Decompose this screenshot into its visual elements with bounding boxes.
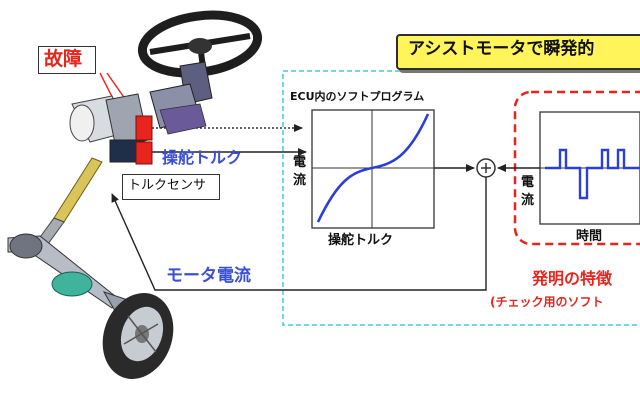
fault-label-box (38, 46, 96, 74)
assist-banner-text: アシストモータで瞬発的 (408, 39, 595, 59)
summing-junction (476, 158, 496, 178)
graph1-ylabel-1: 電 (293, 155, 307, 170)
assist-curve (316, 113, 430, 223)
fault-sensor (135, 115, 153, 141)
invention-feature-label: 発明の特徴 (532, 269, 613, 288)
ecu-program-label: ECU内のソフトプログラム (290, 90, 425, 103)
check-software-label: (チェック用のソフト (490, 295, 604, 309)
ecu-region-box (282, 70, 640, 326)
steering-system-illustration (7, 10, 263, 379)
steer-torque-label: 操舵トルク (162, 148, 243, 167)
time-current-graph (539, 111, 640, 225)
graph2-ylabel-1: 電 (521, 175, 535, 190)
road-wheel (102, 293, 174, 379)
motor-current-line (111, 177, 487, 291)
torque-sensor-label: トルクセンサ (128, 178, 207, 193)
fault-label: 故障 (44, 48, 83, 70)
graph2-ylabel-2: 流 (521, 193, 535, 208)
graph2-xlabel: 時間 (576, 229, 603, 244)
torque-current-graph (311, 109, 435, 229)
motor-current-label: モータ電流 (166, 266, 251, 286)
graph1-ylabel-2: 流 (293, 173, 307, 188)
assist-banner (396, 34, 640, 70)
torque-sensor-label-box (122, 174, 220, 200)
pulse-signal (545, 148, 640, 200)
graph1-xlabel: 操舵トルク (328, 233, 394, 248)
torque-sensor (135, 141, 153, 165)
